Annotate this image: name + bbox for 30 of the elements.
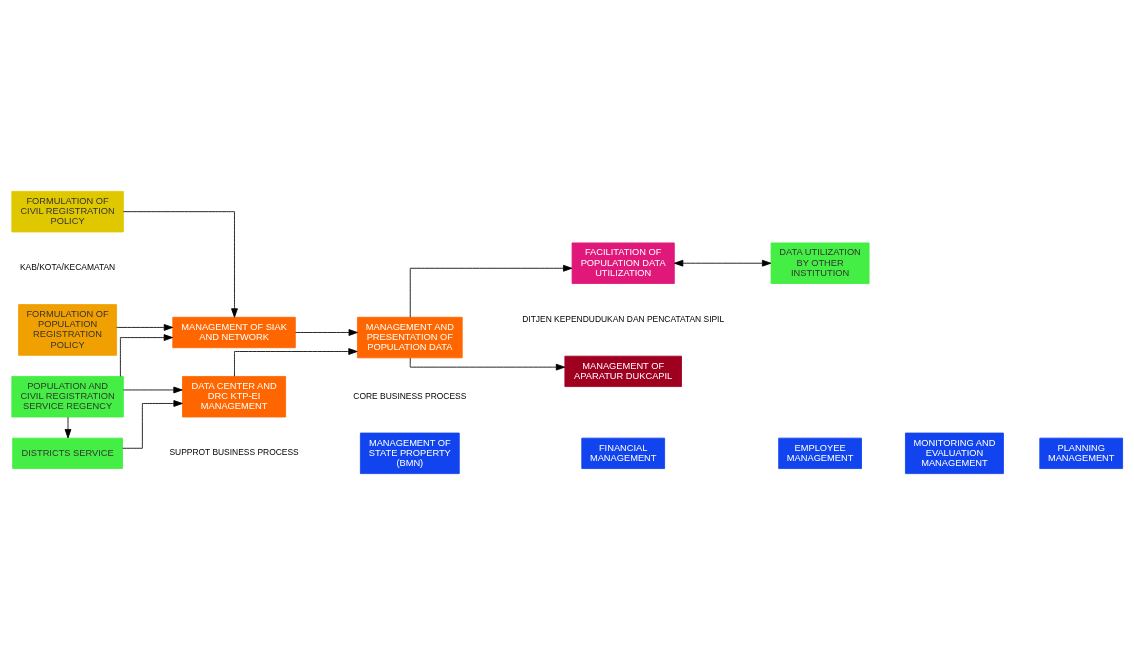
label: SUPPROT BUSINESS PROCESS: [169, 446, 299, 457]
node-box: FORMULATION OF CIVIL REGISTRATION POLICY: [11, 190, 124, 232]
arrow: [234, 347, 358, 377]
node-box: POPULATION AND CIVIL REGISTRATION SERVICE REGENCY: [11, 375, 124, 417]
node-box: DISTRICTS SERVICE: [12, 437, 123, 469]
arrow: [409, 357, 566, 371]
node-box: DATA UTILIZATION BY OTHER INSTITUTION: [770, 242, 870, 284]
node-box: FACILITATION OF POPULATION DATA UTILIZATION: [571, 242, 675, 284]
node-box: FORMULATION OF POPULATION REGISTRATION POLICY: [18, 303, 118, 356]
arrow: [122, 399, 183, 449]
arrow: [122, 210, 238, 318]
node-box: FINANCIAL MANAGEMENT: [581, 437, 666, 469]
node-box: MANAGEMENT OF STATE PROPERTY (BMN): [359, 432, 460, 474]
label: CORE BUSINESS PROCESS: [353, 390, 467, 401]
node-box: MANAGEMENT OF APARATUR DUKCAPIL: [564, 355, 682, 387]
node-box: DATA CENTER AND DRC KTP-EI MANAGEMENT: [182, 375, 287, 417]
arrow: [116, 323, 174, 331]
label: DITJEN KEPENDUDUKAN DAN PENCATATAN SIPIL: [522, 313, 725, 324]
node-box: MANAGEMENT AND PRESENTATION OF POPULATION DATA: [357, 316, 463, 358]
node-box: PLANNING MANAGEMENT: [1039, 437, 1124, 469]
node-box: EMPLOYEE MANAGEMENT: [778, 437, 862, 469]
label: KAB/KOTA/KECAMATAN: [20, 261, 116, 272]
arrow: [119, 333, 173, 377]
arrow: [674, 259, 772, 267]
node-box: MONITORING AND EVALUATION MANAGEMENT: [905, 432, 1004, 474]
arrow: [123, 386, 183, 393]
arrow: [295, 328, 358, 336]
arrow: [409, 264, 573, 318]
node-box: MANAGEMENT OF SIAK AND NETWORK: [172, 316, 296, 348]
arrow: [64, 416, 72, 438]
